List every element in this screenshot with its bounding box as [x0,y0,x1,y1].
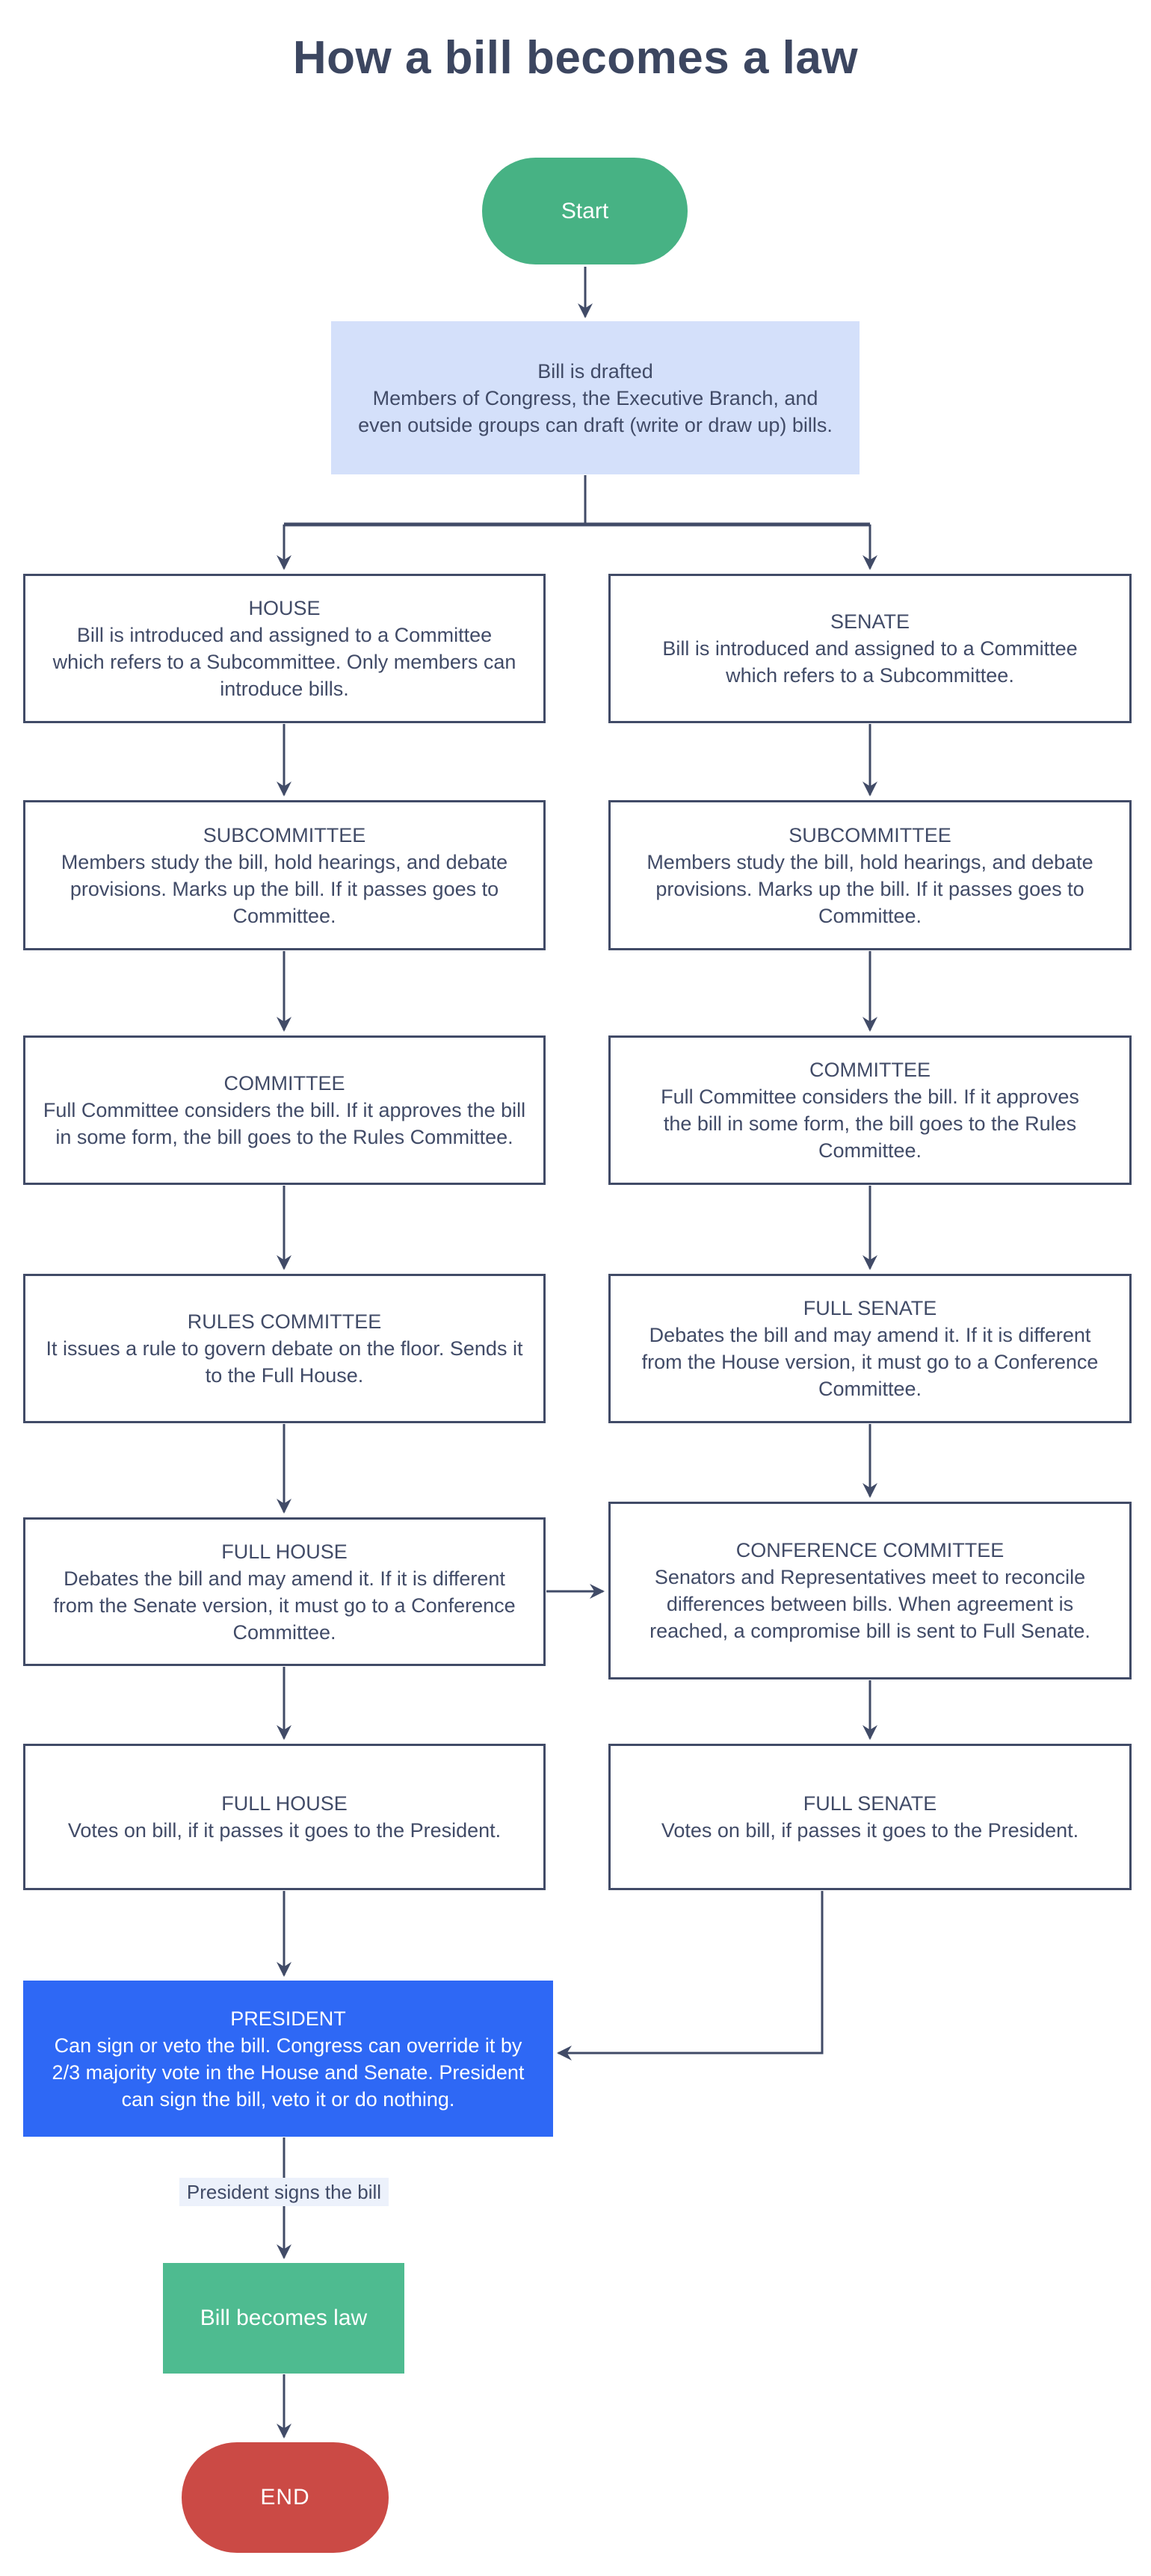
node-president: PRESIDENT Can sign or veto the bill. Con… [23,1981,553,2137]
node-house-committee-body: Full Committee considers the bill. If it… [43,1099,526,1148]
node-end: END [182,2442,389,2553]
node-house-subcommittee-body: Members study the bill, hold hearings, a… [61,850,508,927]
node-full-house-vote: FULL HOUSE Votes on bill, if it passes i… [23,1744,546,1890]
node-conference-committee: CONFERENCE COMMITTEE Senators and Repres… [608,1502,1132,1679]
node-full-senate-vote-title: FULL SENATE [803,1792,937,1815]
node-house: HOUSE Bill is introduced and assigned to… [23,574,546,723]
node-full-senate-debate-title: FULL SENATE [803,1297,937,1319]
node-house-body: Bill is introduced and assigned to a Com… [52,624,516,700]
node-rules-committee-body: It issues a rule to govern debate on the… [46,1337,523,1387]
node-rules-committee: RULES COMMITTEE It issues a rule to gove… [23,1274,546,1423]
node-senate-subcommittee-title: SUBCOMMITTEE [789,823,951,846]
node-senate-committee: COMMITTEE Full Committee considers the b… [608,1035,1132,1185]
node-conference-committee-title: CONFERENCE COMMITTEE [735,1539,1005,1561]
node-full-senate-debate: FULL SENATE Debates the bill and may ame… [608,1274,1132,1423]
node-full-senate-vote: FULL SENATE Votes on bill, if passes it … [608,1744,1132,1890]
node-bill-drafted-title: Bill is drafted [537,359,653,383]
node-bill-becomes-law-label: Bill becomes law [200,2306,368,2330]
node-conference-committee-body: Senators and Representatives meet to rec… [649,1566,1090,1642]
node-bill-becomes-law: Bill becomes law [163,2263,404,2374]
node-full-house-vote-body: Votes on bill, if it passes it goes to t… [67,1819,502,1842]
edge-label-president-signs: President signs the bill [179,2178,389,2206]
node-full-house-debate-body: Debates the bill and may amend it. If it… [53,1567,516,1644]
node-house-title: HOUSE [248,597,321,619]
node-bill-drafted: Bill is drafted Members of Congress, the… [331,321,860,474]
node-full-senate-debate-body: Debates the bill and may amend it. If it… [641,1324,1099,1400]
node-senate-subcommittee-body: Members study the bill, hold hearings, a… [647,850,1093,927]
node-full-house-vote-title: FULL HOUSE [221,1792,348,1815]
node-senate-subcommittee: SUBCOMMITTEE Members study the bill, hol… [608,800,1132,950]
page-title: How a bill becomes a law [292,32,859,84]
node-start-label: Start [561,198,609,223]
node-start: Start [482,158,688,264]
node-senate-committee-body: Full Committee considers the bill. If it… [661,1086,1079,1162]
node-house-committee: COMMITTEE Full Committee considers the b… [23,1035,546,1185]
node-senate: SENATE Bill is introduced and assigned t… [608,574,1132,723]
node-full-senate-vote-body: Votes on bill, if passes it goes to the … [661,1819,1079,1842]
node-end-label: END [260,2485,310,2510]
node-senate-body: Bill is introduced and assigned to a Com… [662,637,1078,687]
node-house-committee-title: COMMITTEE [223,1072,345,1095]
node-full-house-debate: FULL HOUSE Debates the bill and may amen… [23,1517,546,1666]
node-president-body: Can sign or veto the bill. Congress can … [52,2034,525,2111]
node-house-subcommittee: SUBCOMMITTEE Members study the bill, hol… [23,800,546,950]
node-house-subcommittee-title: SUBCOMMITTEE [203,823,366,846]
node-president-title: PRESIDENT [230,2007,346,2030]
node-full-house-debate-title: FULL HOUSE [221,1540,348,1563]
edge-senatevote-president [557,1891,824,2061]
node-bill-drafted-body: Members of Congress, the Executive Branc… [358,386,833,436]
node-senate-committee-title: COMMITTEE [809,1059,931,1081]
node-senate-title: SENATE [830,610,910,633]
node-rules-committee-title: RULES COMMITTEE [187,1310,382,1333]
